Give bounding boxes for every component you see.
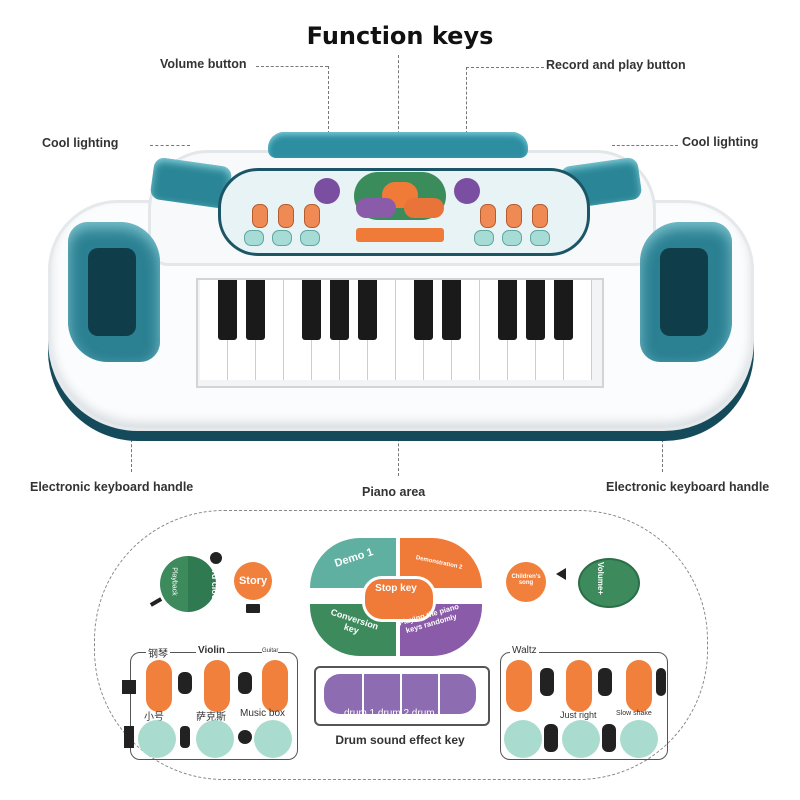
drum-pads-mini <box>356 228 444 242</box>
right-bottom-label-3: Slow shake <box>616 710 652 717</box>
panel-mint-btn-2 <box>272 230 292 246</box>
handle-right <box>640 222 732 362</box>
childrens-song-label: Children's song <box>511 574 541 586</box>
panel-orange-btn-5 <box>506 204 522 228</box>
center-orange-segment <box>404 198 444 218</box>
black-key <box>218 280 237 340</box>
black-key <box>330 280 349 340</box>
saxophone-button <box>196 720 234 758</box>
waltz-button <box>506 660 532 712</box>
function-diagram-outline <box>94 510 708 780</box>
piano-button <box>146 660 172 712</box>
record-cloud-button <box>160 556 216 612</box>
childrens-song-button <box>506 562 546 602</box>
stop-key-label: Stop key <box>375 583 417 594</box>
dancer-icon <box>656 668 666 696</box>
record-leader-h <box>466 67 544 68</box>
center-pad-diagram <box>310 538 482 656</box>
rhythm-button-2 <box>566 660 592 712</box>
music-box-icon <box>238 730 252 744</box>
rhythm-group-right <box>500 652 668 760</box>
black-key <box>526 280 545 340</box>
story-button <box>234 562 272 600</box>
trumpet-button <box>138 720 176 758</box>
dancer-icon-2 <box>544 724 558 752</box>
black-key <box>414 280 433 340</box>
dancer-icon-3 <box>602 724 616 752</box>
piano-keys <box>196 278 604 388</box>
black-key <box>442 280 461 340</box>
drum-divider-1 <box>362 674 364 714</box>
guitar-button <box>262 660 288 712</box>
cool-lighting-left-callout: Cool lighting <box>42 136 119 150</box>
volume-knob <box>314 178 340 204</box>
story-label: Story <box>238 575 268 587</box>
panel-orange-btn-2 <box>278 204 294 228</box>
left-bottom-label-3: Music box <box>240 708 286 719</box>
speaker-icon <box>556 568 566 580</box>
waltz-dancer-icon <box>540 668 554 696</box>
panel-orange-btn-4 <box>480 204 496 228</box>
left-bottom-label-2: 萨克斯 <box>196 712 226 723</box>
black-key <box>246 280 265 340</box>
rhythm-circle-3 <box>620 720 658 758</box>
music-box-button <box>254 720 292 758</box>
panel-mint-btn-6 <box>530 230 550 246</box>
drum-divider-2 <box>400 674 402 714</box>
panel-mint-btn-4 <box>474 230 494 246</box>
left-bottom-label-1: 小号 <box>144 712 164 723</box>
rhythm-circle-1 <box>504 720 542 758</box>
volume-button-callout: Volume button <box>160 57 247 71</box>
tango-dancer-icon <box>598 668 612 696</box>
playback-label: Playback <box>170 567 178 596</box>
record-leader-v <box>466 67 467 183</box>
drum-overlay-label: drum 1 drum 2 drum <box>344 708 435 719</box>
right-bottom-label-2: Just right <box>560 710 597 720</box>
panel-orange-btn-6 <box>532 204 548 228</box>
center-purple-segment <box>356 198 396 218</box>
handle-left <box>68 222 160 362</box>
cool-lighting-right-callout: Cool lighting <box>682 135 759 149</box>
title-leader-v <box>398 55 399 180</box>
violin-button <box>204 660 230 712</box>
violin-icon <box>178 672 192 694</box>
cool-left-leader <box>150 145 190 146</box>
piano-icon <box>122 680 136 694</box>
trumpet-icon <box>124 726 134 748</box>
top-light-bar <box>268 132 528 158</box>
black-key <box>554 280 573 340</box>
page-title: Function keys <box>306 22 494 50</box>
drum-divider-3 <box>438 674 440 714</box>
guitar-icon <box>238 672 252 694</box>
volume-leader-v <box>328 66 329 184</box>
black-key <box>302 280 321 340</box>
handle-left-callout: Electronic keyboard handle <box>30 480 194 494</box>
rhythm-button-3 <box>626 660 652 712</box>
cool-right-leader <box>612 145 678 146</box>
piano-area-callout: Piano area <box>362 485 426 499</box>
saxophone-icon <box>180 726 190 748</box>
panel-orange-btn-1 <box>252 204 268 228</box>
black-key <box>498 280 517 340</box>
record-play-callout: Record and play button <box>546 58 686 72</box>
book-icon <box>246 604 260 613</box>
panel-mint-btn-1 <box>244 230 264 246</box>
panel-mint-btn-3 <box>300 230 320 246</box>
drum-pad-frame <box>314 666 490 726</box>
left-top-label-2: Violin <box>196 645 228 656</box>
left-top-label-3: Guitar <box>262 648 279 654</box>
handle-right-callout: Electronic keyboard handle <box>606 480 770 494</box>
volume-label: Volume+ <box>595 562 605 595</box>
volume-leader-h <box>256 66 328 67</box>
record-knob <box>454 178 480 204</box>
panel-orange-btn-3 <box>304 204 320 228</box>
panel-mint-btn-5 <box>502 230 522 246</box>
record-icon <box>210 552 222 564</box>
drum-sound-label: Drum sound effect key <box>335 733 465 747</box>
left-top-label-1: 钢琴 <box>146 645 170 660</box>
volume-knob-diagram <box>578 558 640 608</box>
black-key <box>358 280 377 340</box>
rhythm-circle-2 <box>562 720 600 758</box>
right-top-label-1: Waltz <box>510 645 539 656</box>
